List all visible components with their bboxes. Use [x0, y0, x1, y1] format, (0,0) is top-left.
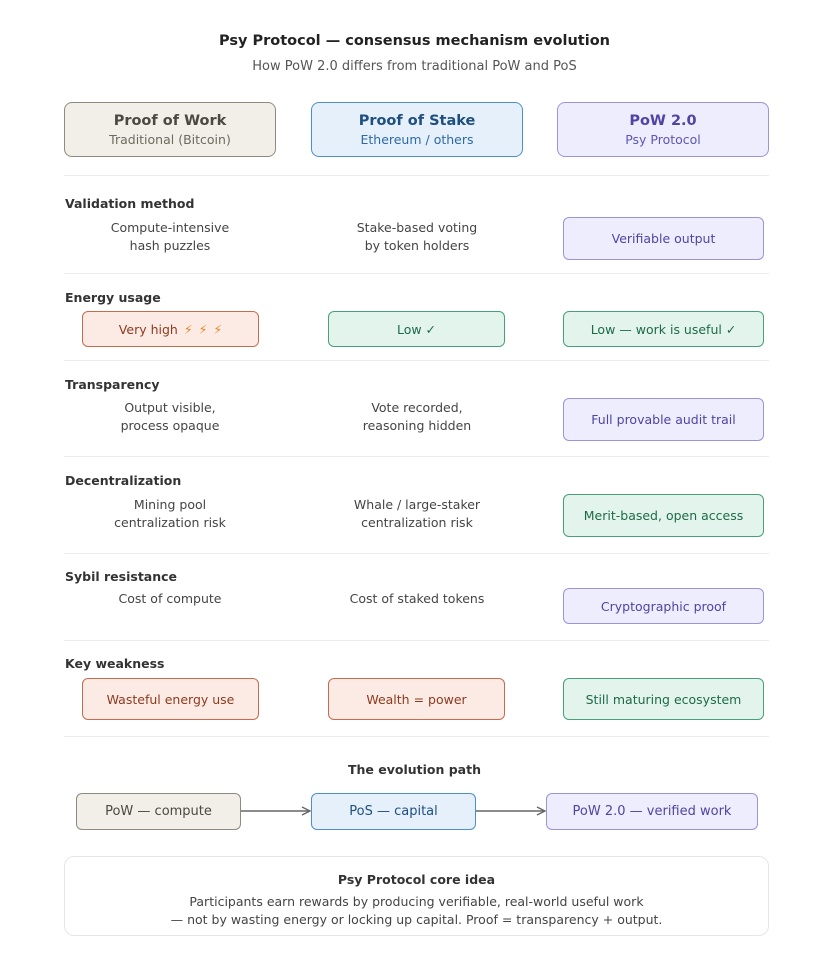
cell-pos-sybil: Cost of staked tokens — [349, 591, 485, 606]
column-header-pow-2: PoW 2.0 Psy Protocol — [557, 102, 769, 157]
row-label-validation-method: Validation method — [65, 196, 195, 211]
cell-pow2-decentralization: Merit-based, open access — [563, 494, 764, 537]
divider — [64, 553, 769, 554]
evolution-title: The evolution path — [347, 762, 481, 777]
cell-pow2-validation: Verifiable output — [563, 217, 764, 260]
evolution-step-label: PoW — compute — [105, 804, 212, 819]
cell-pow2-energy: Low — work is useful ✓ — [563, 311, 764, 347]
evolution-step-pow2: PoW 2.0 — verified work — [546, 793, 758, 830]
column-title: Proof of Work — [113, 113, 227, 129]
divider — [64, 175, 769, 176]
divider — [64, 640, 769, 641]
core-idea-title: Psy Protocol core idea — [337, 872, 496, 887]
core-idea-box: Psy Protocol core idea Participants earn… — [64, 856, 769, 936]
column-header-proof-of-stake: Proof of Stake Ethereum / others — [311, 102, 523, 157]
evolution-step-label: PoW 2.0 — verified work — [572, 804, 732, 819]
column-subtitle: Ethereum / others — [360, 132, 474, 147]
lightning-icon: ⚡ — [213, 321, 223, 337]
row-label-decentralization: Decentralization — [65, 473, 182, 488]
column-header-proof-of-work: Proof of Work Traditional (Bitcoin) — [64, 102, 276, 157]
page-subtitle: How PoW 2.0 differs from traditional PoW… — [252, 59, 577, 74]
lightning-icon: ⚡ — [183, 321, 193, 337]
column-title: Proof of Stake — [358, 113, 476, 129]
pill-text: Wealth = power — [366, 691, 467, 707]
core-idea-line: — not by wasting energy or locking up ca… — [170, 912, 663, 927]
pill-text: Merit-based, open access — [583, 508, 744, 523]
cell-pow-decentralization: Mining pool centralization risk — [114, 497, 226, 530]
divider — [64, 456, 769, 457]
evolution-step-label: PoS — capital — [349, 804, 438, 819]
pill-text: Verifiable output — [611, 231, 716, 246]
cell-pow2-sybil: Cryptographic proof — [563, 588, 764, 624]
row-label-energy-usage: Energy usage — [65, 290, 161, 305]
cell-pos-weakness: Wealth = power — [328, 678, 505, 720]
pill-text: Low — work is useful ✓ — [590, 321, 737, 337]
pill-text: Cryptographic proof — [600, 598, 727, 614]
column-title: PoW 2.0 — [629, 113, 697, 129]
cell-pow-energy: Very high ⚡ ⚡ ⚡ — [82, 311, 259, 347]
row-label-key-weakness: Key weakness — [65, 656, 165, 671]
divider — [64, 736, 769, 737]
cell-pow-validation: Compute-intensive hash puzzles — [110, 220, 230, 253]
divider — [64, 273, 769, 274]
evolution-step-pow: PoW — compute — [76, 793, 241, 830]
pill-text: Wasteful energy use — [106, 691, 235, 707]
divider — [64, 360, 769, 361]
evolution-step-pos: PoS — capital — [311, 793, 476, 830]
cell-pos-transparency: Vote recorded, reasoning hidden — [362, 400, 472, 433]
pill-text: Full provable audit trail — [591, 412, 736, 427]
pill-text: Low ✓ — [396, 321, 437, 337]
lightning-icon: ⚡ — [198, 321, 208, 337]
column-subtitle: Psy Protocol — [625, 132, 701, 147]
page-title: Psy Protocol — consensus mechanism evolu… — [218, 33, 610, 49]
pill-text: Very high — [118, 321, 178, 337]
cell-pos-validation: Stake-based voting by token holders — [356, 220, 478, 253]
cell-pos-energy: Low ✓ — [328, 311, 505, 347]
pill-text: Still maturing ecosystem — [585, 691, 742, 707]
cell-pow2-transparency: Full provable audit trail — [563, 398, 764, 441]
row-label-transparency: Transparency — [65, 377, 160, 392]
row-label-sybil-resistance: Sybil resistance — [65, 569, 178, 584]
cell-pow-weakness: Wasteful energy use — [82, 678, 259, 720]
cell-pow2-weakness: Still maturing ecosystem — [563, 678, 764, 720]
cell-pow-transparency: Output visible, process opaque — [120, 400, 220, 433]
column-subtitle: Traditional (Bitcoin) — [109, 132, 231, 147]
core-idea-body: Participants earn rewards by producing v… — [65, 893, 768, 929]
cell-pow-sybil: Cost of compute — [118, 591, 222, 606]
core-idea-line: Participants earn rewards by producing v… — [189, 894, 644, 909]
cell-pos-decentralization: Whale / large-staker centralization risk — [353, 497, 481, 530]
